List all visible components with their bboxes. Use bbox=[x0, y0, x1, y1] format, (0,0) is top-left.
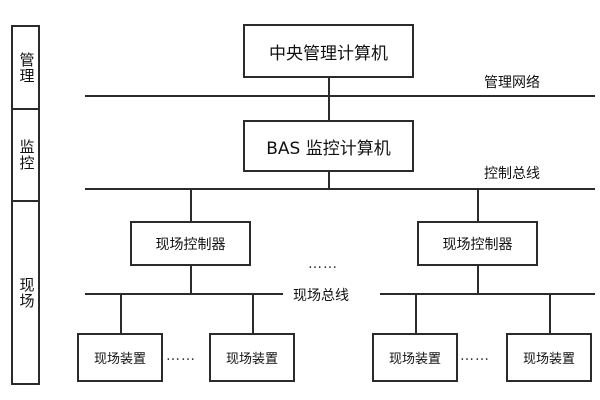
connector-central-to-management-network bbox=[328, 78, 330, 95]
ellipsis-controllers: …… bbox=[308, 256, 338, 272]
connector-field-bus-to-device-3 bbox=[415, 293, 417, 333]
node-field-controller-left[interactable]: 现场控制器 bbox=[130, 221, 251, 266]
node-bas-monitoring-computer-label: BAS 监控计算机 bbox=[266, 138, 391, 159]
layer-sidebar: 管理 监控 现场 bbox=[11, 25, 40, 385]
node-field-device-2-label: 现场装置 bbox=[225, 352, 278, 367]
layer-cell-management: 管理 bbox=[13, 27, 38, 110]
layer-cell-monitoring: 监控 bbox=[13, 110, 38, 202]
ellipsis-devices-right: …… bbox=[460, 348, 490, 364]
label-field-bus: 现场总线 bbox=[289, 285, 353, 305]
field-bus-line-right bbox=[380, 293, 595, 295]
node-central-management-computer-label: 中央管理计算机 bbox=[269, 43, 388, 64]
node-field-device-3-label: 现场装置 bbox=[388, 352, 441, 367]
layer-label-management: 管理 bbox=[17, 51, 36, 84]
management-network-bus-line bbox=[85, 95, 595, 97]
connector-controller-right-to-field-bus bbox=[477, 266, 479, 293]
label-management-network: 管理网络 bbox=[484, 75, 540, 91]
node-field-controller-right[interactable]: 现场控制器 bbox=[417, 221, 538, 266]
field-bus-line-left bbox=[85, 293, 283, 295]
node-field-controller-right-label: 现场控制器 bbox=[442, 236, 513, 253]
node-field-device-4[interactable]: 现场装置 bbox=[506, 333, 592, 382]
connector-bas-to-control-bus bbox=[328, 172, 330, 188]
connector-field-bus-to-device-4 bbox=[549, 293, 551, 333]
connector-field-bus-to-device-1 bbox=[120, 293, 122, 333]
layer-label-monitoring: 监控 bbox=[17, 139, 36, 171]
connector-control-bus-to-controller-left bbox=[190, 188, 192, 221]
control-bus-line bbox=[85, 188, 595, 190]
node-field-device-4-label: 现场装置 bbox=[522, 352, 575, 367]
node-field-device-3[interactable]: 现场装置 bbox=[372, 333, 458, 382]
label-control-bus: 控制总线 bbox=[484, 166, 540, 182]
node-field-device-1[interactable]: 现场装置 bbox=[77, 333, 163, 382]
connector-control-bus-to-controller-right bbox=[477, 188, 479, 221]
node-bas-monitoring-computer[interactable]: BAS 监控计算机 bbox=[243, 120, 414, 172]
layer-cell-field: 现场 bbox=[13, 202, 38, 383]
ellipsis-devices-left: …… bbox=[166, 348, 196, 364]
node-field-device-1-label: 现场装置 bbox=[93, 352, 146, 367]
node-central-management-computer[interactable]: 中央管理计算机 bbox=[243, 24, 414, 78]
connector-controller-left-to-field-bus bbox=[190, 266, 192, 293]
node-field-controller-left-label: 现场控制器 bbox=[155, 236, 226, 253]
connector-field-bus-to-device-2 bbox=[252, 293, 254, 333]
node-field-device-2[interactable]: 现场装置 bbox=[209, 333, 295, 382]
layer-label-field: 现场 bbox=[17, 276, 36, 309]
connector-management-network-to-bas bbox=[328, 95, 330, 120]
